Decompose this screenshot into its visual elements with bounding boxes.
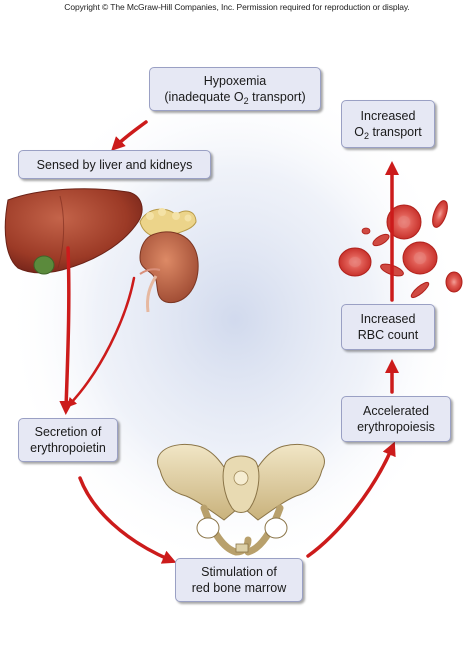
pelvis-illustration <box>157 444 325 556</box>
sensed-label: Sensed by liver and kidneys <box>36 157 193 172</box>
sensed-box: Sensed by liver and kidneys <box>18 150 211 179</box>
copyright-notice: Copyright © The McGraw-Hill Companies, I… <box>64 2 410 12</box>
kidney-illustration <box>139 208 199 313</box>
red-blood-cells-illustration <box>338 200 463 299</box>
secretion-box: Secretion of erythropoietin <box>18 418 118 462</box>
stimulation-box: Stimulation of red bone marrow <box>175 558 303 602</box>
arrow-stimulation-to-accelerated <box>306 441 396 558</box>
rbc-line2: RBC count <box>357 328 419 342</box>
gallbladder <box>33 255 55 275</box>
hypoxemia-title: Hypoxemia <box>203 74 267 88</box>
liver-illustration <box>4 188 143 275</box>
o2-transport-box: Increased O2 transport <box>341 100 435 148</box>
arrow-secretion-to-stimulation <box>78 476 177 564</box>
accelerated-line1: Accelerated <box>362 404 429 418</box>
o2-line2: O2 transport <box>354 125 422 141</box>
secretion-line1: Secretion of <box>34 425 102 439</box>
arrow-hypoxemia-to-sensed <box>111 120 148 151</box>
arrow-kidney-to-secretion <box>66 276 136 408</box>
arrow-liver-to-secretion <box>59 246 74 415</box>
o2-line1: Increased <box>360 109 416 123</box>
stimulation-line2: red bone marrow <box>191 581 287 595</box>
hypoxemia-box: Hypoxemia (inadequate O2 transport) <box>149 67 321 111</box>
cycle-arrows <box>59 120 399 564</box>
accelerated-box: Accelerated erythropoiesis <box>341 396 451 442</box>
secretion-line2: erythropoietin <box>30 441 106 455</box>
stimulation-line1: Stimulation of <box>201 565 277 579</box>
accelerated-line2: erythropoiesis <box>357 420 435 434</box>
hypoxemia-subtitle: (inadequate O2 transport) <box>164 90 306 106</box>
rbc-line1: Increased <box>360 312 416 326</box>
rbc-count-box: Increased RBC count <box>341 304 435 350</box>
